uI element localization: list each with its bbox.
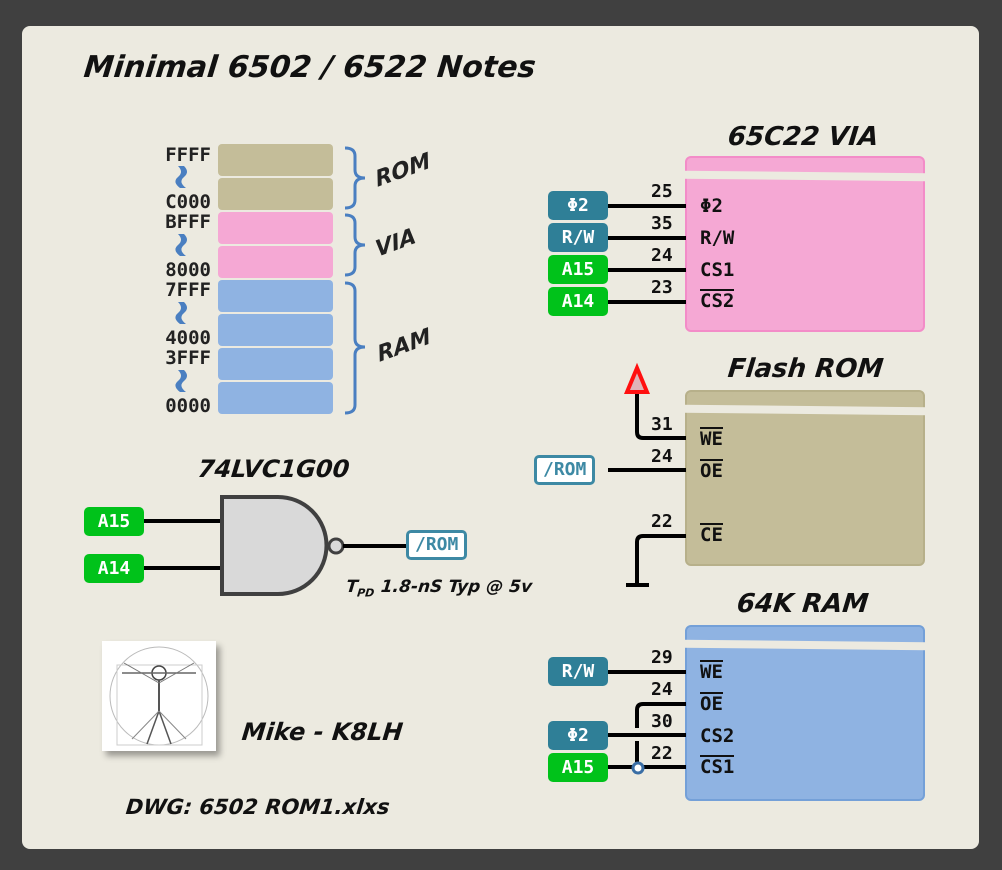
signal-a15: A15 bbox=[84, 507, 144, 536]
vitruvian-man-icon bbox=[109, 646, 209, 746]
signal-rom-input: /ROM bbox=[534, 455, 596, 485]
memory-block-ram bbox=[218, 280, 333, 312]
drawing-filename: DWG: 6502 ROM1.xlxs bbox=[124, 795, 391, 819]
pin-number: 24 bbox=[651, 679, 673, 700]
signal-rw: R/W bbox=[548, 223, 608, 252]
pin-name: Φ2 bbox=[700, 195, 723, 217]
memory-block-via bbox=[218, 246, 333, 278]
memory-block-ram bbox=[218, 314, 333, 346]
memory-block-rom bbox=[218, 178, 333, 210]
signal-rw: R/W bbox=[548, 657, 608, 686]
address-label: 8000 bbox=[165, 259, 211, 281]
wire bbox=[635, 394, 686, 440]
address-label: FFFF bbox=[165, 144, 211, 166]
pin-name-active-low: OE bbox=[700, 692, 723, 715]
pin-number: 30 bbox=[651, 711, 673, 732]
signal-a15: A15 bbox=[548, 753, 608, 782]
address-label: 3FFF bbox=[165, 347, 211, 369]
break-squiggle-icon bbox=[175, 370, 187, 392]
pin-name-active-low: WE bbox=[700, 427, 723, 450]
break-squiggle-icon bbox=[175, 166, 187, 188]
wire bbox=[608, 204, 686, 208]
wire bbox=[608, 236, 686, 240]
brace-ram-icon bbox=[344, 281, 366, 415]
ram-chip bbox=[683, 625, 927, 801]
pin-number: 24 bbox=[651, 245, 673, 266]
memory-block-rom bbox=[218, 144, 333, 176]
address-label: 4000 bbox=[165, 327, 211, 349]
pin-number: 31 bbox=[651, 414, 673, 435]
wire bbox=[608, 268, 686, 272]
pin-number: 24 bbox=[651, 446, 673, 467]
memory-block-via bbox=[218, 212, 333, 244]
pin-name: CS1 bbox=[700, 259, 735, 281]
wire bbox=[635, 534, 686, 584]
memory-block-ram bbox=[218, 348, 333, 380]
vcc-symbol-icon bbox=[624, 362, 650, 394]
pin-name: R/W bbox=[700, 227, 735, 249]
signal-a15: A15 bbox=[548, 255, 608, 284]
brace-rom-icon bbox=[344, 146, 366, 210]
pin-name-active-low: OE bbox=[700, 459, 723, 482]
memory-block-ram bbox=[218, 382, 333, 414]
wire bbox=[608, 300, 686, 304]
pin-number: 23 bbox=[651, 277, 673, 298]
pin-number: 22 bbox=[651, 511, 673, 532]
pin-number: 35 bbox=[651, 213, 673, 234]
pin-name-active-low: CS2 bbox=[700, 289, 735, 312]
author-name: Mike - K8LH bbox=[240, 718, 405, 746]
pin-name-active-low: CE bbox=[700, 523, 723, 546]
break-squiggle-icon bbox=[175, 302, 187, 324]
address-label: C000 bbox=[165, 191, 211, 213]
signal-a14: A14 bbox=[548, 287, 608, 316]
signal-phi2: Φ2 bbox=[548, 721, 608, 750]
pin-name-active-low: WE bbox=[700, 660, 723, 683]
pin-name-active-low: CS1 bbox=[700, 755, 735, 778]
nand-gate-icon bbox=[220, 495, 329, 596]
junction-dot-icon bbox=[631, 761, 645, 775]
signal-rom-output: /ROM bbox=[406, 530, 468, 560]
rom-chip bbox=[683, 390, 927, 566]
pin-name: CS2 bbox=[700, 725, 735, 747]
wire bbox=[635, 702, 686, 728]
address-label: 0000 bbox=[165, 395, 211, 417]
vitruvian-man-image bbox=[102, 641, 216, 751]
address-label: BFFF bbox=[165, 211, 211, 233]
signal-phi2: Φ2 bbox=[548, 191, 608, 220]
pin-number: 25 bbox=[651, 181, 673, 202]
pin-number: 22 bbox=[651, 743, 673, 764]
signal-a14: A14 bbox=[84, 554, 144, 583]
break-squiggle-icon bbox=[175, 234, 187, 256]
brace-via-icon bbox=[344, 213, 366, 277]
pin-number: 29 bbox=[651, 647, 673, 668]
via-chip bbox=[683, 156, 927, 332]
address-label: 7FFF bbox=[165, 279, 211, 301]
